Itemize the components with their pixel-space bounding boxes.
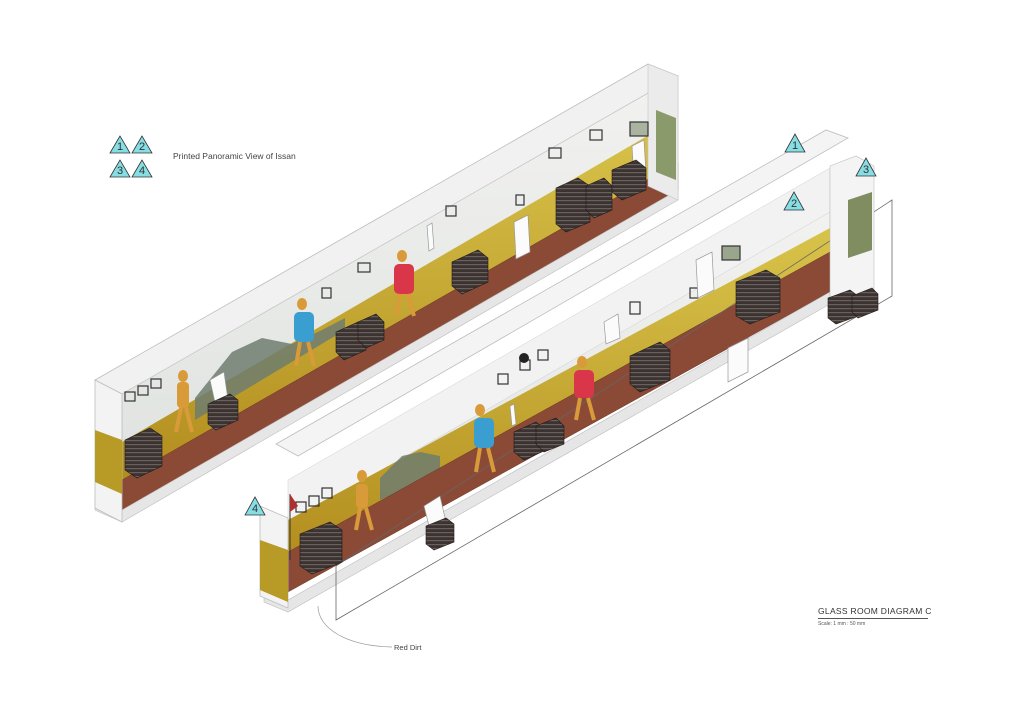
- diagram-title: GLASS ROOM DIAGRAM C: [818, 606, 932, 616]
- upper-room-crates: [124, 159, 647, 479]
- lower-room-model: [259, 129, 893, 621]
- lower-room-end-panorama: [260, 540, 288, 602]
- legend-marker-4-icon: [131, 159, 153, 178]
- marker-4-triangle-icon: [244, 496, 266, 516]
- title-divider: [818, 618, 928, 619]
- upper-room-mannequins: [174, 250, 416, 433]
- legend: 1 2 3 4 Printed Panoramic View of Issan: [109, 135, 296, 178]
- marker-3-number: 3: [863, 164, 869, 176]
- marker-1-triangle-icon: [784, 133, 806, 153]
- legend-marker-4-number: 4: [139, 165, 145, 177]
- upper-room-frames: [124, 121, 649, 402]
- lower-room-right-image: [848, 192, 872, 258]
- lower-room-hills: [380, 452, 440, 500]
- marker-2-number: 2: [791, 198, 797, 210]
- lower-room-glass-panel: [335, 199, 893, 621]
- red-dirt-callout: Red Dirt: [317, 605, 422, 652]
- upper-room-right-image: [656, 110, 676, 180]
- legend-marker-3-icon: [109, 159, 131, 178]
- marker-2-triangle-icon: [783, 191, 805, 211]
- diagram-scale: Scale: 1 mm : 50 mm: [818, 621, 866, 627]
- lower-room-mannequins: [354, 356, 596, 531]
- callout-leader-line: [317, 605, 393, 648]
- room-markers: 1 2 3 4: [244, 133, 877, 516]
- marker-4-number: 4: [252, 503, 258, 515]
- legend-marker-2-number: 2: [139, 141, 145, 153]
- legend-caption: Printed Panoramic View of Issan: [173, 151, 296, 161]
- callout-label: Red Dirt: [394, 643, 422, 652]
- lower-room-crates: [299, 269, 879, 575]
- legend-marker-2-icon: [131, 135, 153, 154]
- legend-marker-1-icon: [109, 135, 131, 154]
- upper-room-end-panorama: [95, 430, 122, 494]
- upper-room-model: [94, 63, 679, 523]
- title-block: GLASS ROOM DIAGRAM C Scale: 1 mm : 50 mm: [818, 606, 932, 627]
- lower-room-frames: [295, 245, 741, 513]
- legend-marker-1-number: 1: [117, 141, 123, 153]
- lower-room-lid: [275, 129, 849, 457]
- marker-3-triangle-icon: [855, 157, 877, 177]
- marker-1-number: 1: [792, 140, 798, 152]
- legend-marker-3-number: 3: [117, 165, 123, 177]
- flag-icon: [290, 494, 298, 512]
- round-speaker-icon: [519, 353, 529, 363]
